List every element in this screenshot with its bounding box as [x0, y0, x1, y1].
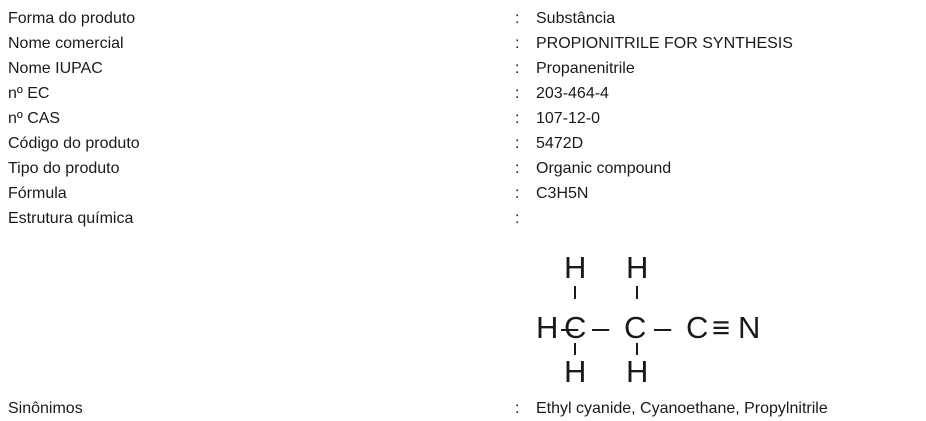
field-label: nº CAS [8, 110, 61, 127]
field-label: Fórmula [8, 185, 67, 202]
bond-single: – [654, 310, 672, 345]
atom-hydrogen: H [626, 354, 648, 385]
field-row-estrutura-quimica: Estrutura química : [0, 208, 926, 230]
field-label: Tipo do produto [8, 160, 120, 177]
atom-nitrogen: N [738, 310, 760, 345]
atom-hydrogen: H [626, 250, 648, 285]
field-label: nº EC [8, 85, 50, 102]
field-value: C3H5N [536, 185, 589, 202]
field-row-forma-do-produto: Forma do produto : Substância [0, 8, 926, 30]
field-row-nome-comercial: Nome comercial : PROPIONITRILE FOR SYNTH… [0, 33, 926, 55]
field-row-n-ec: nº EC : 203-464-4 [0, 83, 926, 105]
field-value: PROPIONITRILE FOR SYNTHESIS [536, 35, 793, 52]
field-row-nome-iupac: Nome IUPAC : Propanenitrile [0, 58, 926, 80]
field-value: 203-464-4 [536, 85, 609, 102]
field-value: Substância [536, 10, 616, 27]
field-separator: : [515, 210, 520, 227]
field-row-n-cas: nº CAS : 107-12-0 [0, 108, 926, 130]
field-value: 5472D [536, 135, 584, 152]
field-row-formula: Fórmula : C3H5N [0, 183, 926, 205]
field-value: 107-12-0 [536, 110, 601, 127]
field-label: Nome IUPAC [8, 60, 103, 77]
atom-hydrogen: H [564, 354, 586, 385]
field-label: Nome comercial [8, 35, 124, 52]
field-separator: : [515, 400, 520, 417]
field-separator: : [515, 85, 520, 102]
field-row-tipo-do-produto: Tipo do produto : Organic compound [0, 158, 926, 180]
field-separator: : [515, 135, 520, 152]
field-separator: : [515, 185, 520, 202]
bond-single: – [561, 310, 579, 345]
field-label: Código do produto [8, 135, 140, 152]
atom-hydrogen: H [536, 310, 558, 345]
field-label: Forma do produto [8, 10, 136, 27]
atom-carbon: C [564, 310, 586, 345]
field-value: Propanenitrile [536, 60, 635, 77]
field-row-sinonimos: Sinônimos : Ethyl cyanide, Cyanoethane, … [0, 398, 926, 420]
field-row-codigo-do-produto: Código do produto : 5472D [0, 133, 926, 155]
field-separator: : [515, 160, 520, 177]
field-value: Organic compound [536, 160, 672, 177]
atom-carbon: C [686, 310, 708, 345]
chemical-structure-diagram: H H H – C – C – C ≡ N H H [536, 250, 760, 385]
bond-triple: ≡ [712, 310, 730, 345]
atom-carbon: C [624, 310, 646, 345]
field-separator: : [515, 110, 520, 127]
field-separator: : [515, 10, 520, 27]
field-label: Estrutura química [8, 210, 134, 227]
field-separator: : [515, 60, 520, 77]
field-label: Sinônimos [8, 400, 83, 417]
field-separator: : [515, 35, 520, 52]
bond-single: – [592, 310, 610, 345]
atom-hydrogen: H [564, 250, 586, 285]
field-value: Ethyl cyanide, Cyanoethane, Propylnitril… [536, 400, 828, 417]
